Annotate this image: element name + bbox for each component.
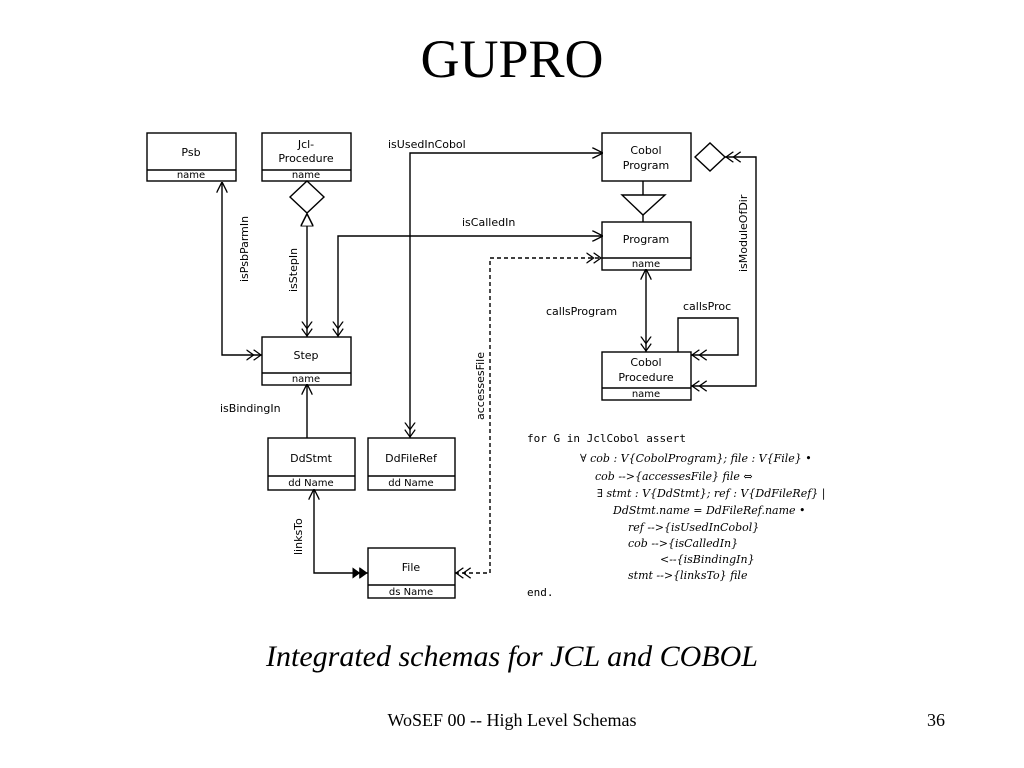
cobol-program-name-2: Program xyxy=(623,159,669,172)
ddstmt-attr: dd Name xyxy=(288,478,333,489)
psb-attr: name xyxy=(177,170,205,181)
label-accesses-file: accessesFile xyxy=(474,352,487,420)
ddfileref-attr: dd Name xyxy=(388,478,433,489)
program-attr: name xyxy=(632,259,660,270)
slide-title: GUPRO xyxy=(420,29,604,89)
label-calls-program: callsProgram xyxy=(546,305,617,318)
constraint-line-9: stmt -->{linksTo} file xyxy=(628,569,748,582)
edge-accesses-file xyxy=(455,258,602,573)
class-cobol-program xyxy=(601,132,727,216)
edge-links-to xyxy=(314,490,368,573)
edge-is-psb-parm-in xyxy=(222,183,262,355)
edge-is-module-of-dir xyxy=(691,157,757,386)
step-name: Step xyxy=(293,349,318,362)
label-is-used-in-cobol: isUsedInCobol xyxy=(388,138,466,151)
label-is-called-in: isCalledIn xyxy=(462,216,515,229)
label-is-step-in: isStepIn xyxy=(287,248,300,292)
jcl-procedure-name-1: Jcl- xyxy=(297,138,314,151)
edge-calls-proc xyxy=(677,317,739,355)
slide-footer: WoSEF 00 -- High Level Schemas xyxy=(387,710,637,730)
program-name: Program xyxy=(623,233,669,246)
constraint-line-5: DdStmt.name = DdFileRef.name • xyxy=(612,504,806,517)
psb-name: Psb xyxy=(181,146,200,159)
label-is-binding-in: isBindingIn xyxy=(220,402,281,415)
constraint-line-2: ∀ cob : V{CobolProgram}; file : V{File} … xyxy=(580,452,812,465)
constraint-line-1: for G in JclCobol assert xyxy=(527,432,686,445)
jcl-procedure-name-2: Procedure xyxy=(278,152,334,165)
class-jcl-procedure xyxy=(261,132,352,214)
step-attr: name xyxy=(292,374,320,385)
constraint-line-10: end. xyxy=(527,586,554,599)
cobol-procedure-name-2: Procedure xyxy=(618,371,674,384)
page-number: 36 xyxy=(927,710,945,730)
class-ddstmt xyxy=(267,437,356,491)
constraint-line-6: ref -->{isUsedInCobol} xyxy=(628,521,759,534)
file-attr: ds Name xyxy=(389,587,433,598)
label-is-module-of-dir: isModuleOfDir xyxy=(737,194,750,272)
cobol-procedure-attr: name xyxy=(632,389,660,400)
file-name: File xyxy=(402,561,421,574)
label-links-to: linksTo xyxy=(292,518,305,555)
ddfileref-name: DdFileRef xyxy=(385,452,438,465)
cobol-program-name-1: Cobol xyxy=(630,144,661,157)
edge-is-used-in-cobol xyxy=(410,153,602,438)
cobol-procedure-name-1: Cobol xyxy=(630,356,661,369)
constraint-line-7: cob -->{isCalledIn} xyxy=(628,537,738,550)
label-is-psb-parm-in: isPsbParmIn xyxy=(238,216,251,282)
jcl-procedure-attr: name xyxy=(292,170,320,181)
ddstmt-name: DdStmt xyxy=(290,452,332,465)
constraint-line-3: cob -->{accessesFile} file ⇔ xyxy=(595,470,753,483)
constraint-line-8: <--{isBindingIn} xyxy=(660,553,755,566)
edge-is-called-in xyxy=(338,236,602,337)
constraint-line-4: ∃ stmt : V{DdStmt}; ref : V{DdFileRef} | xyxy=(597,487,825,501)
label-calls-proc: callsProc xyxy=(683,300,731,313)
slide-caption: Integrated schemas for JCL and COBOL xyxy=(266,640,758,673)
class-psb xyxy=(146,132,237,182)
